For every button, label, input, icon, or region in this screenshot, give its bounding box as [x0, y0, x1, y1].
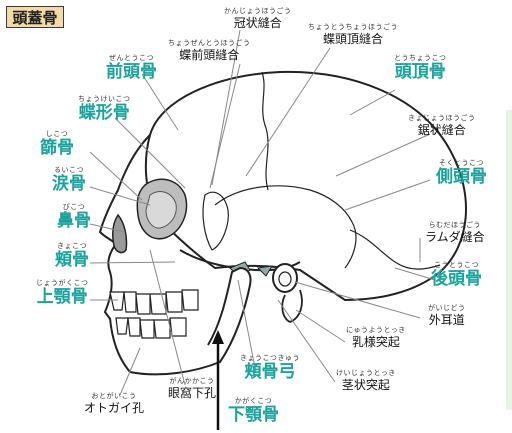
label-external-ear: がいじどう外耳道 [428, 304, 466, 327]
label-ethmoid-bone: しこつ篩骨 [40, 130, 74, 158]
upper-teeth [109, 289, 199, 315]
side-strip [506, 110, 512, 410]
lower-teeth [115, 317, 187, 339]
label-sphenoparietal-suture: ちょうとうちょうほうごう蝶頭頂縫合 [308, 23, 398, 46]
label-styloid-process: けいじょうとっき茎状突起 [336, 369, 396, 392]
label-nasal-bone: びこつ鼻骨 [57, 203, 91, 231]
label-occipital-bone: こうとうこつ後頭骨 [431, 261, 482, 289]
mastoid-shape [281, 289, 303, 323]
label-sphenofrontal-suture: ちょうぜんとうほうごう蝶前頭縫合 [168, 39, 251, 62]
label-parietal-bone: とうちょうこつ頭頂骨 [394, 54, 447, 82]
orbit-inner [145, 191, 177, 229]
label-coronal-suture: かんじょうほうごう冠状縫合 [224, 7, 292, 30]
label-temporal-bone: そくとうこつ側頭骨 [436, 159, 487, 187]
sphenoid-region [202, 191, 229, 251]
label-mental-foramen: おとがいこうオトガイ孔 [84, 392, 145, 415]
label-maxilla: じょうがくこつ上顎骨 [36, 279, 89, 307]
label-lambdoid-suture: らむだほうごうラムダ縫合 [425, 221, 485, 244]
nasal-aperture [112, 213, 128, 254]
lambdoid-suture-line [349, 229, 441, 270]
coronal-suture-line [261, 71, 269, 191]
label-frontal-bone: ぜんとうこつ前頭骨 [106, 54, 157, 82]
label-squamous-suture: きょじょうほうごう鋸状縫合 [408, 114, 476, 137]
mandible-arrow-head [212, 330, 224, 344]
label-mastoid-process: にゅうようとっき乳様突起 [346, 326, 406, 349]
label-infraorbital-foramen: がんかかこう眼窩下孔 [168, 377, 217, 400]
label-zygomatic-arch: きょうこつきゅう頬骨弓 [240, 354, 300, 382]
squamous-suture-line [214, 185, 357, 269]
label-mandible: かがくこつ下顎骨 [228, 397, 279, 425]
label-sphenoid-bone: ちょうけいこつ蝶形骨 [78, 95, 131, 123]
label-zygomatic-bone: きょこつ頬骨 [55, 242, 89, 270]
page-title: 頭蓋骨 [6, 6, 64, 28]
label-lacrimal-bone: るいこつ涙骨 [52, 166, 86, 194]
cranium-outline [144, 70, 467, 302]
